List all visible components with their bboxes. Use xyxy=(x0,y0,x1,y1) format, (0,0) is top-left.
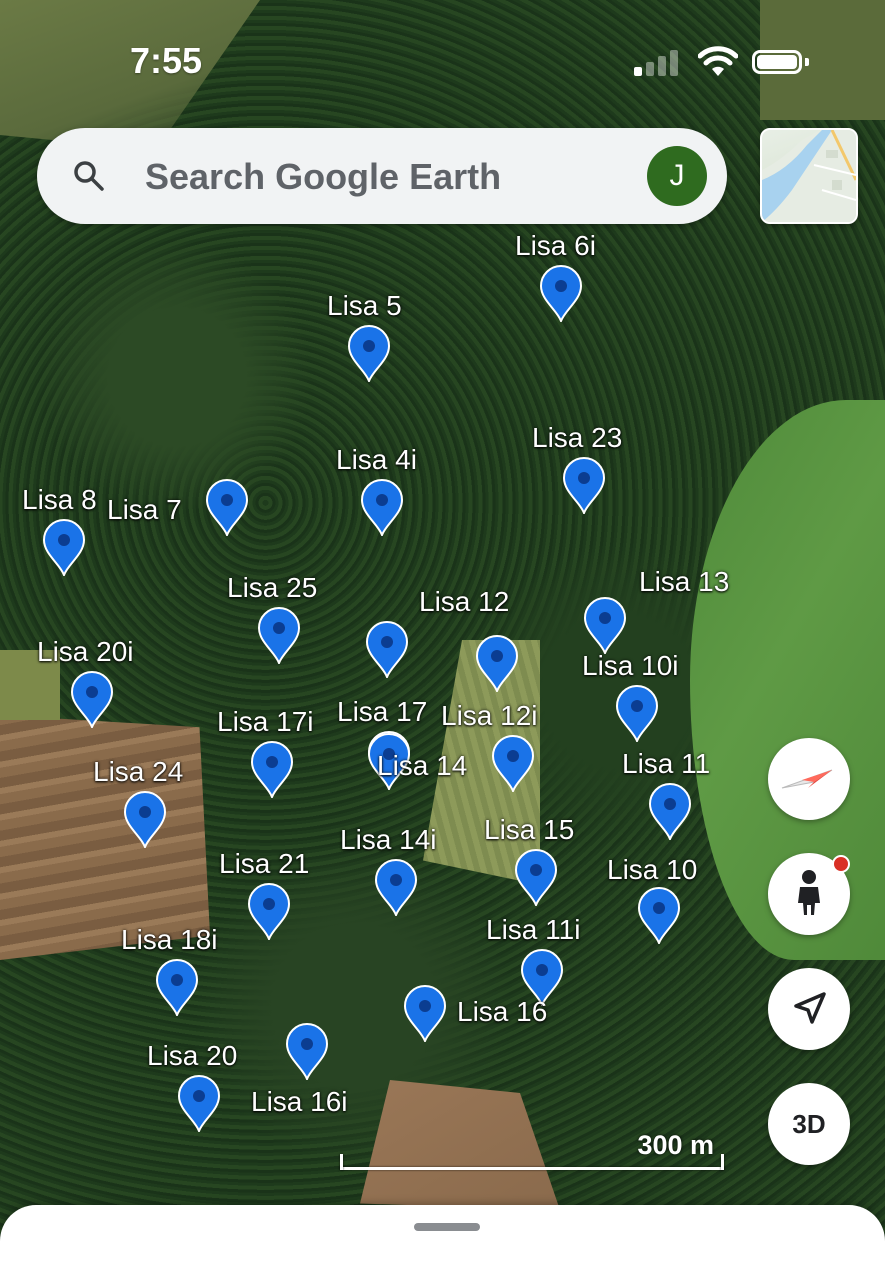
location-pin-icon[interactable] xyxy=(68,670,116,728)
marker-label: Lisa 24 xyxy=(93,756,184,787)
scale-label: 300 m xyxy=(637,1130,714,1160)
battery-nub xyxy=(805,58,809,66)
location-pin-icon[interactable] xyxy=(537,264,585,322)
location-pin-icon[interactable] xyxy=(175,1074,223,1132)
marker-label: Lisa 16i xyxy=(251,1086,348,1117)
location-pin-icon[interactable] xyxy=(255,606,303,664)
scale-tick xyxy=(340,1154,343,1170)
my-location-button[interactable] xyxy=(768,968,850,1050)
marker-label: Lisa 13 xyxy=(639,566,730,597)
marker-label: Lisa 11 xyxy=(622,748,711,779)
map-layer-thumbnail[interactable] xyxy=(760,128,858,224)
sheet-drag-handle[interactable] xyxy=(414,1223,480,1231)
marker-label: Lisa 10i xyxy=(582,650,679,681)
location-pin-icon[interactable] xyxy=(153,958,201,1016)
marker-label: Lisa 14i xyxy=(340,824,437,855)
marker-label: Lisa 6i xyxy=(515,230,596,261)
marker-label: Lisa 10 xyxy=(607,854,698,885)
marker-label: Lisa 21 xyxy=(219,848,310,879)
location-pin-icon[interactable] xyxy=(365,732,413,790)
bottom-sheet[interactable] xyxy=(0,1205,885,1265)
pegman-icon xyxy=(798,870,820,915)
location-pin-icon[interactable] xyxy=(358,478,406,536)
marker-label: Lisa 11i xyxy=(486,914,581,945)
location-pin-icon[interactable] xyxy=(518,948,566,1006)
marker-label: Lisa 8 xyxy=(22,484,97,515)
marker-label: Lisa 5 xyxy=(327,290,402,321)
search-input[interactable]: Search Google Earth xyxy=(145,156,502,197)
location-pin-icon[interactable] xyxy=(512,848,560,906)
street-view-button[interactable] xyxy=(768,853,850,935)
search-icon xyxy=(74,161,104,191)
location-pin-icon[interactable] xyxy=(345,324,393,382)
location-pin-icon[interactable] xyxy=(245,882,293,940)
marker-label: Lisa 23 xyxy=(532,422,623,453)
marker-label: Lisa 18i xyxy=(121,924,218,955)
avatar[interactable]: J xyxy=(647,146,707,206)
marker-label: Lisa 7 xyxy=(107,494,182,525)
marker-label: Lisa 25 xyxy=(227,572,318,603)
terrain-field xyxy=(0,715,210,960)
location-pin-icon[interactable] xyxy=(248,740,296,798)
map-thumbnail-icon xyxy=(762,130,856,222)
marker-label: Lisa 12i xyxy=(441,700,538,731)
search-bar[interactable]: Search Google Earth J xyxy=(37,128,727,224)
compass-icon xyxy=(781,769,833,789)
location-pin-icon[interactable] xyxy=(489,734,537,792)
marker-label: Lisa 16 xyxy=(457,996,548,1027)
location-pin-icon[interactable] xyxy=(646,782,694,840)
location-pin-icon[interactable] xyxy=(203,478,251,536)
marker-label: Lisa 20 xyxy=(147,1040,238,1071)
scale-tick xyxy=(721,1154,724,1170)
location-pin-icon[interactable] xyxy=(635,886,683,944)
cellular-signal-icon xyxy=(630,48,680,76)
marker-label: Lisa 17 xyxy=(337,696,428,727)
marker-label: Lisa 4i xyxy=(336,444,417,475)
location-pin-icon[interactable] xyxy=(401,984,449,1042)
marker-label: Lisa 14 xyxy=(377,750,468,781)
location-pin-icon[interactable] xyxy=(283,1022,331,1080)
marker-label: Lisa 15 xyxy=(484,814,575,845)
location-pin-icon[interactable] xyxy=(560,456,608,514)
notification-dot xyxy=(832,855,850,873)
status-icons xyxy=(630,46,820,88)
location-pin-icon[interactable] xyxy=(613,684,661,742)
scale-bar: 300 m xyxy=(340,1130,724,1170)
location-pin-icon[interactable] xyxy=(40,518,88,576)
battery-icon xyxy=(752,50,802,74)
location-pin-icon[interactable] xyxy=(581,596,629,654)
status-time: 7:55 xyxy=(130,40,203,81)
terrain-field xyxy=(0,650,60,720)
scale-line xyxy=(340,1167,724,1170)
marker-label: Lisa 12 xyxy=(419,586,510,617)
3d-toggle-button[interactable]: 3D xyxy=(768,1083,850,1165)
marker-label: Lisa 20i xyxy=(37,636,134,667)
location-pin-icon[interactable] xyxy=(121,790,169,848)
compass-button[interactable] xyxy=(768,738,850,820)
location-pin-icon[interactable] xyxy=(372,858,420,916)
location-pin-icon[interactable] xyxy=(363,620,411,678)
navigation-arrow-icon xyxy=(794,992,826,1024)
location-pin-icon[interactable] xyxy=(473,634,521,692)
wifi-icon xyxy=(698,46,738,76)
marker-label: Lisa 17i xyxy=(217,706,314,737)
